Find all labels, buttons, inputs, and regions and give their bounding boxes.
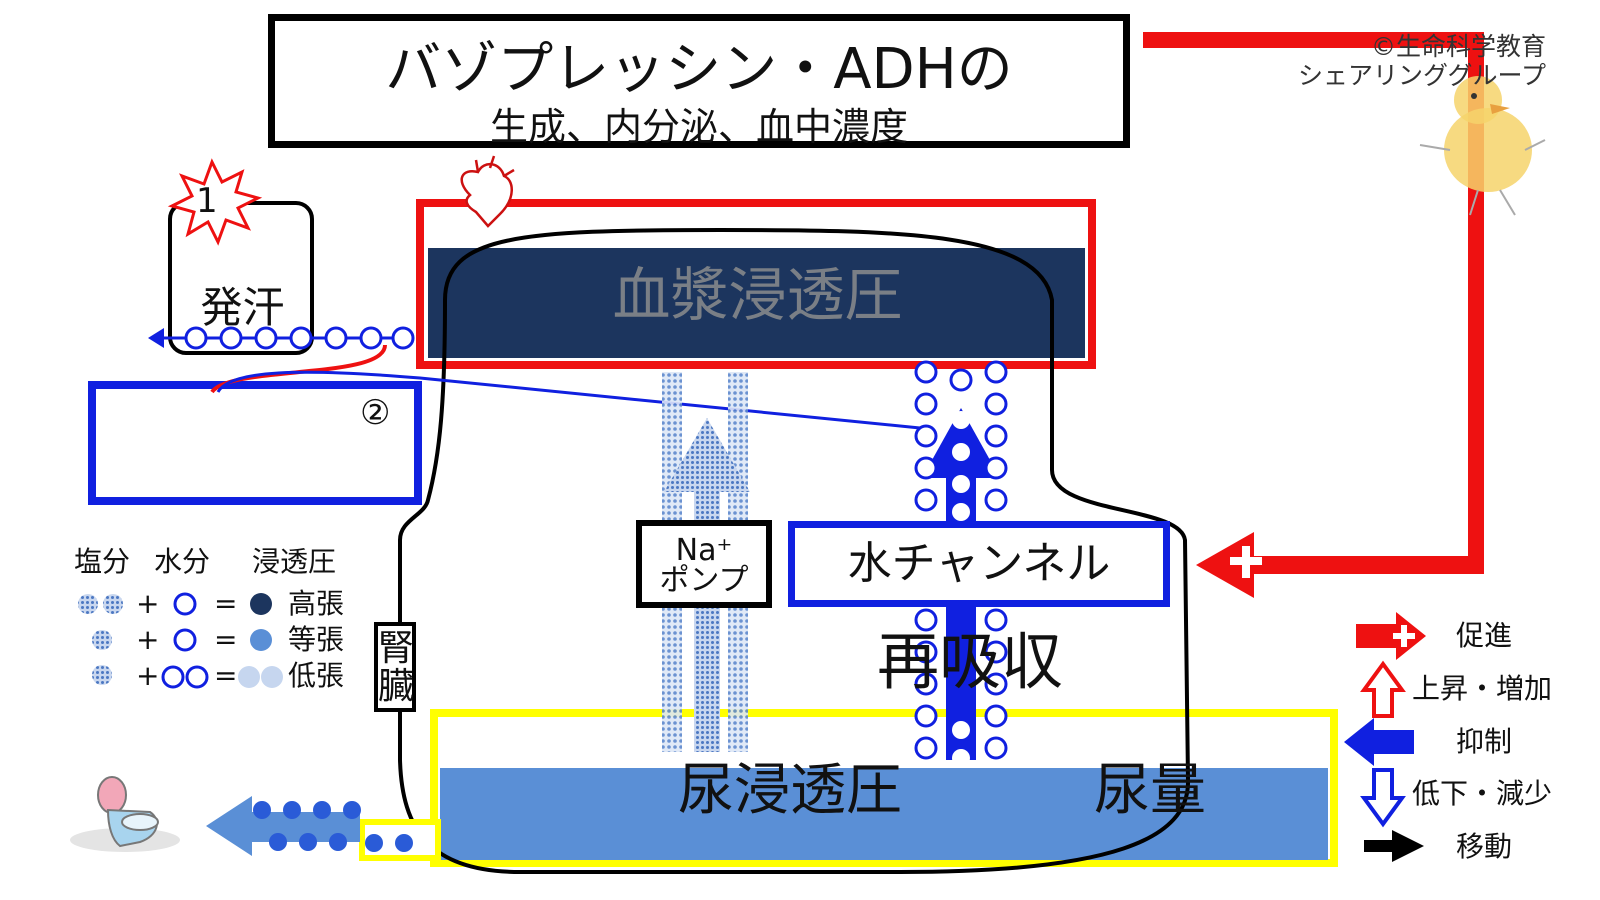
legend-row1-equals: =: [214, 587, 238, 620]
legend-row3-result: 低張: [288, 659, 345, 692]
water-channel-label: 水チャンネル: [847, 538, 1111, 589]
marker-2: ②: [360, 393, 391, 433]
kidney-label: 腎臓: [374, 622, 416, 712]
legend-header-osmotic: 浸透圧: [252, 545, 337, 578]
legend-row2-equals: =: [214, 623, 238, 656]
urine-volume-label: 尿量: [1094, 758, 1206, 823]
na-pump-line1: Na⁺: [675, 533, 733, 568]
kidney-label-text: 腎臓: [378, 628, 415, 707]
na-pump-line2: ポンプ: [659, 563, 749, 598]
key-move: 移動: [1456, 830, 1513, 863]
sweat-water-line: [148, 326, 415, 350]
explosion-burst-icon: [167, 158, 263, 246]
urine-outflow-arrow: [206, 796, 441, 861]
na-pump-box: Na⁺ ポンプ: [636, 520, 772, 608]
heart-icon: [460, 155, 515, 228]
sweating-label: 発汗: [200, 283, 285, 332]
water-channel-box: 水チャンネル: [788, 521, 1170, 607]
marker-1: 1: [196, 181, 218, 221]
key-rise-increase: 上昇・増加: [1412, 672, 1553, 705]
plasma-osmotic-pressure-label: 血漿浸透圧: [612, 261, 903, 329]
credit-line1: ©生命科学教育: [1370, 32, 1546, 61]
urine-osmotic-pressure-label: 尿浸透圧: [678, 758, 902, 823]
plasma-box: [416, 199, 1096, 369]
water-reabsorption-arrow: [914, 360, 1008, 767]
legend-symbols: [78, 592, 283, 689]
key-arrows: [1344, 612, 1426, 862]
blue-connector-line: [216, 370, 921, 430]
credit: ©生命科学教育 シェアリンググループ: [1298, 32, 1546, 90]
title-box: バゾプレッシン・ADHの 生成、内分泌、血中濃度: [268, 14, 1130, 149]
credit-line2: シェアリンググループ: [1297, 61, 1546, 90]
legend-header-water: 水分: [154, 545, 211, 578]
feedback-promote-arrow: [1143, 32, 1484, 598]
legend-row3-plus: +: [136, 659, 160, 692]
reabsorption-label: 再吸収: [876, 625, 1063, 698]
title-main: バゾプレッシン・ADHの: [385, 37, 1013, 102]
legend-row1-result: 高張: [288, 587, 345, 620]
key-decrease: 低下・減少: [1412, 777, 1553, 810]
toilet-icon: [70, 776, 180, 852]
legend-row2-result: 等張: [288, 623, 345, 656]
legend-row1-plus: +: [136, 587, 160, 620]
box-2: [88, 381, 422, 505]
key-promote: 促進: [1456, 619, 1513, 652]
legend-row2-plus: +: [136, 623, 160, 656]
title-sub: 生成、内分泌、血中濃度: [489, 105, 908, 149]
legend-header-salt: 塩分: [74, 545, 131, 578]
urine-box: [430, 709, 1338, 867]
key-suppress: 抑制: [1456, 725, 1513, 758]
duck-illustration: [1419, 76, 1546, 216]
legend-row3-equals: =: [214, 659, 238, 692]
kidney-outline: [398, 227, 1191, 874]
